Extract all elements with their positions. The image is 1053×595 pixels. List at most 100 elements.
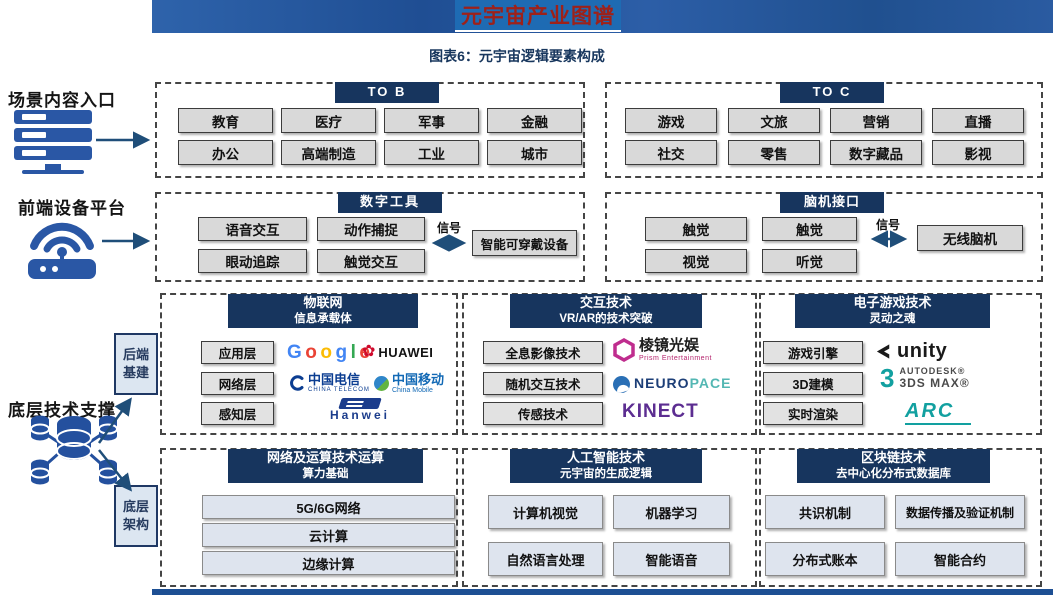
to-c-item: 直播 [932,108,1024,133]
china-telecom-wordmark: 中国电信 [308,372,361,387]
iot-layer: 网络层 [201,372,274,395]
network-item: 云计算 [202,523,455,547]
neuropace-wordmark-pace: PACE [689,375,732,391]
china-telecom-subtext: CHINA TELECOM [308,387,370,394]
digital-tools-header: 数字工具 [338,192,442,213]
frontend-platform-label: 前端设备平台 [18,199,126,218]
to-b-item: 金融 [487,108,582,133]
huawei-logo: ✿ HUAWEI [362,344,433,360]
interaction-item: 传感技术 [483,402,603,425]
interaction-subtitle: VR/AR的技术突破 [559,312,653,325]
to-c-item: 零售 [728,140,820,165]
arc-underline [905,423,971,425]
autodesk-3-icon: 3 [880,363,895,393]
backend-infra-line1: 后端 [122,347,149,363]
hanwei-wordmark: Hanwei [330,408,391,422]
server-icon [14,110,92,174]
prism-wordmark: 棱镜光娱 [639,337,700,354]
blockchain-item: 分布式账本 [765,542,885,576]
game-tech-title: 电子游戏技术 [853,295,932,311]
brain-interface-item: 视觉 [645,249,747,273]
network-item: 5G/6G网络 [202,495,455,519]
game-tech-item: 3D建模 [763,372,863,395]
to-b-item: 高端制造 [281,140,376,165]
blockchain-header: 区块链技术 去中心化分布式数据库 [797,449,990,483]
arc-wordmark: ARC [905,400,955,422]
google-letter: l [350,342,356,363]
interaction-header: 交互技术 VR/AR的技术突破 [510,294,702,328]
iot-header: 物联网 信息承载体 [228,294,418,328]
database-cluster-icon [30,415,118,485]
blockchain-item: 数据传播及验证机制 [895,495,1025,529]
huawei-wordmark: HUAWEI [378,344,434,360]
neuropace-wordmark-neuro: NEURO [634,375,690,391]
digital-tool-item: 语音交互 [198,217,307,241]
google-letter: o [305,342,317,363]
china-mobile-subtext: China Mobile [392,387,433,395]
unity-cube-icon [876,344,890,359]
title-underline [455,30,621,32]
iot-layer: 应用层 [201,341,274,364]
neuropace-logo: NEUROPACE [613,375,731,393]
to-b-item: 城市 [487,140,582,165]
iot-subtitle: 信息承载体 [294,312,352,325]
hanwei-flag-icon [338,398,382,409]
ai-item: 计算机视觉 [488,495,603,529]
base-architecture-line1: 底层 [122,499,149,515]
to-b-item: 医疗 [281,108,376,133]
server-base [22,170,84,174]
router-icon [28,222,96,279]
network-header: 网络及运算技术运算 算力基础 [228,449,423,483]
to-c-header: TO C [780,82,884,103]
brain-interface-item: 听觉 [762,249,857,273]
figure-caption: 图表6：元宇宙逻辑要素构成 [429,48,605,64]
to-c-item: 文旅 [728,108,820,133]
interaction-item: 全息影像技术 [483,341,603,364]
ai-item: 自然语言处理 [488,542,603,576]
to-c-item: 游戏 [625,108,717,133]
signal-label: 信号 [875,218,900,232]
prism-entertainment-logo: 棱镜光娱 Prism Entertainment [613,337,712,363]
china-telecom-logo: 中国电信 CHINA TELECOM [289,372,370,394]
blockchain-item: 智能合约 [895,542,1025,576]
arc-logo: ARC [905,401,971,425]
scene-entry-label: 场景内容入口 [8,91,116,110]
iot-title: 物联网 [303,295,343,311]
china-mobile-logo: 中国移动 China Mobile [374,372,444,395]
brain-interface-header-label: 脑机接口 [803,194,860,210]
ai-title: 人工智能技术 [566,450,645,466]
google-letter: G [287,342,302,363]
ai-subtitle: 元宇宙的生成逻辑 [560,467,652,480]
base-architecture-tab: 底层 架构 [114,485,158,547]
to-c-item: 影视 [932,140,1024,165]
to-c-item: 社交 [625,140,717,165]
iot-layer: 感知层 [201,402,274,425]
to-b-item: 工业 [384,140,479,165]
to-c-item: 数字藏品 [830,140,922,165]
backend-infra-line2: 基建 [122,365,149,380]
wearable-device-box: 智能可穿戴设备 [472,230,577,256]
server-stand [45,164,61,170]
unity-logo: unity [875,340,947,363]
base-architecture-line2: 架构 [122,517,149,532]
autodesk-3dsmax-logo: 3 AUTODESK® 3DS MAX® [880,363,970,393]
game-tech-header: 电子游戏技术 灵动之魂 [795,294,990,328]
brain-interface-item: 触觉 [762,217,857,241]
kinect-logo: KINECT [622,401,699,422]
ai-header: 人工智能技术 元宇宙的生成逻辑 [510,449,702,483]
to-c-item: 营销 [830,108,922,133]
google-letter: o [320,342,332,363]
china-telecom-icon [290,375,304,392]
to-b-header: TO B [335,82,439,103]
prism-hexagon-icon [613,338,635,363]
neuropace-icon [613,375,630,393]
wireless-brain-box: 无线脑机 [917,225,1023,251]
game-tech-item: 实时渲染 [763,402,863,425]
interaction-item: 随机交互技术 [483,372,603,395]
game-tech-subtitle: 灵动之魂 [869,312,916,325]
network-title: 网络及运算技术运算 [266,450,384,466]
page-title: 元宇宙产业图谱 [461,5,615,28]
prism-subtext: Prism Entertainment [639,354,712,362]
bottom-banner-bar [152,589,1053,595]
